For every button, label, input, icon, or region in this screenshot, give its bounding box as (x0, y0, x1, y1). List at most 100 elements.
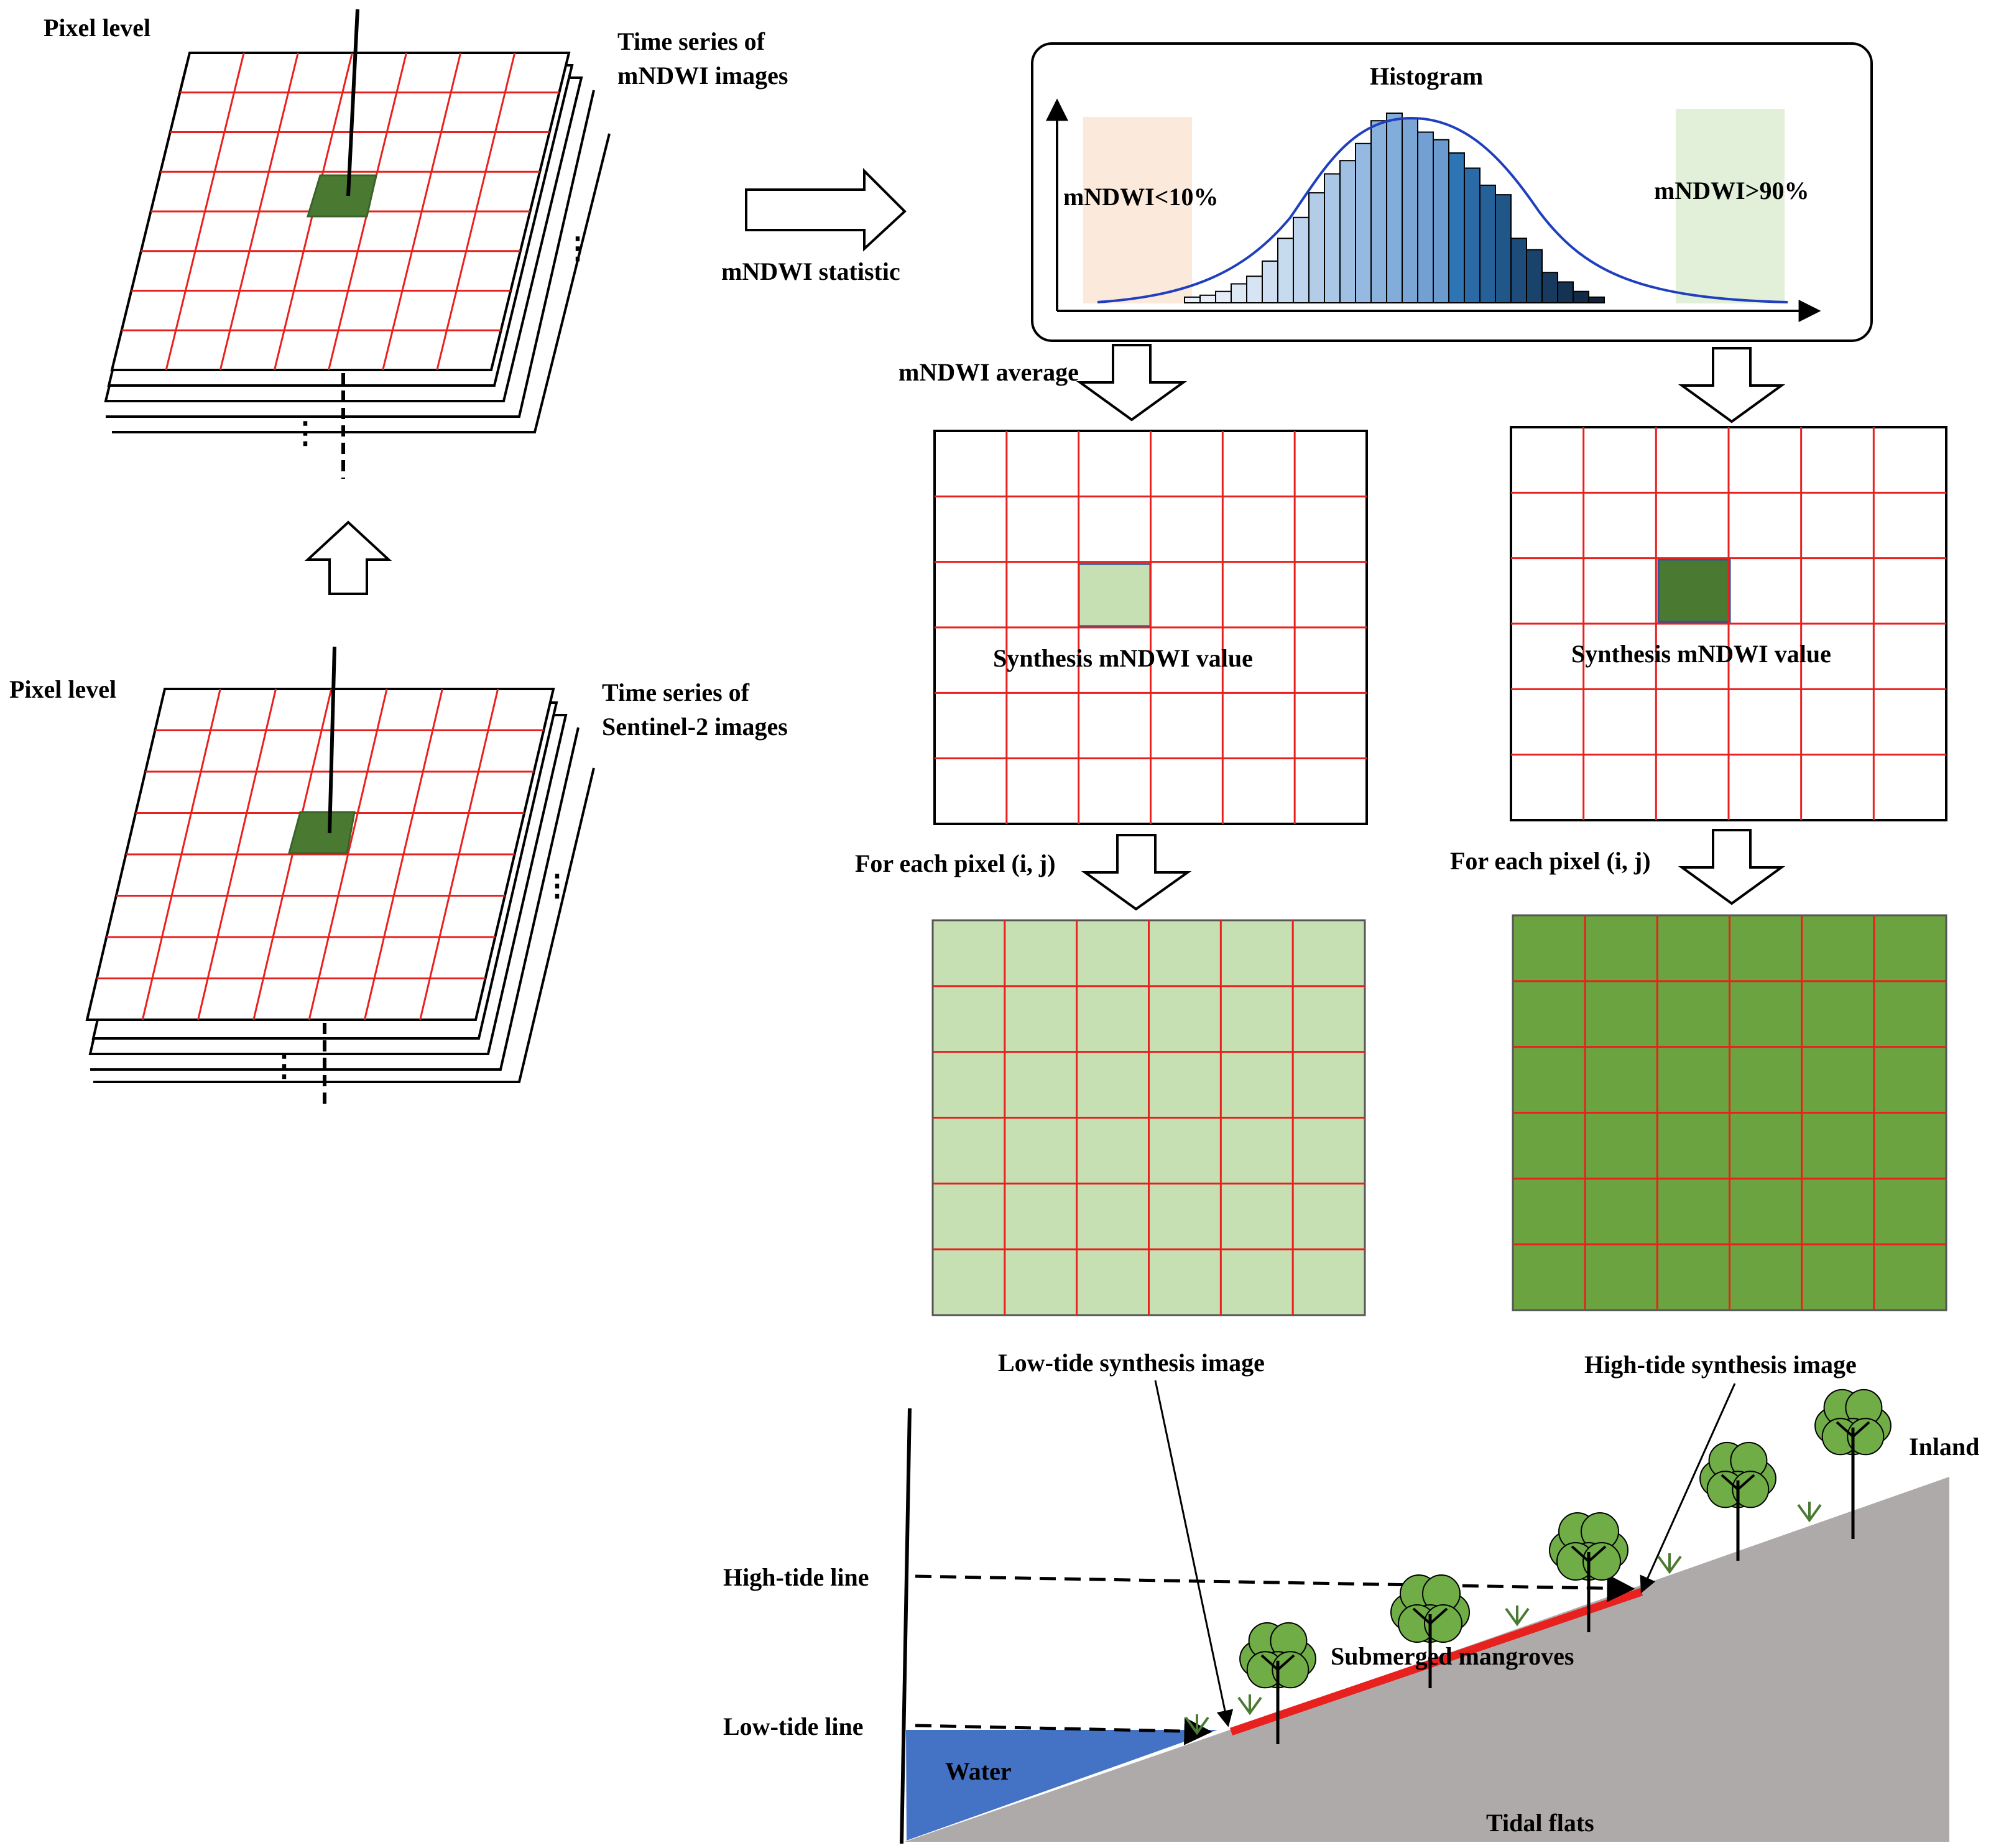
histogram-bar (1184, 296, 1201, 304)
histogram-fit-curve (1097, 116, 1788, 303)
mndwi-series-label-1: Time series of (617, 27, 765, 55)
grass-sprout-icon (1237, 1694, 1262, 1716)
high-tide-pointer (1640, 1383, 1736, 1594)
synthesis-value-label-left: Synthesis mNDWI value (993, 644, 1253, 672)
stack-back-sheet (93, 767, 595, 1083)
synthesis-value-label-right: Synthesis mNDWI value (1571, 640, 1831, 668)
stack-ellipsis-icon: ⋮ (290, 417, 320, 450)
histogram-bar (1215, 290, 1232, 304)
histogram-bar (1573, 290, 1589, 304)
submerged-mangroves-label: Submerged mangroves (1331, 1642, 1574, 1670)
grass-sprout-icon (1505, 1605, 1530, 1627)
histogram-bar (1339, 160, 1356, 303)
histogram-bar (1417, 131, 1434, 303)
sentinel-image-stack: ⋮ ⋮ (85, 646, 595, 1110)
pixel-level-label-top: Pixel level (44, 14, 150, 42)
selected-pixel (306, 174, 377, 218)
low-band-label: mNDWI<10% (1063, 183, 1218, 211)
histogram-title: Histogram (1370, 62, 1483, 90)
high-tide-line-label: High-tide line (723, 1563, 869, 1591)
down-arrow-icon (1081, 834, 1192, 911)
low-tide-image-label: Low-tide synthesis image (998, 1349, 1265, 1377)
low-tide-line-label: Low-tide line (723, 1712, 864, 1740)
mndwi-series-label-2: mNDWI images (617, 62, 788, 90)
grid-lines (1511, 427, 1946, 820)
stack-back-sheet (106, 90, 595, 418)
pixel-level-label-bottom: Pixel level (9, 675, 116, 703)
mndwi-image-stack: ⋮ ⋮ (104, 9, 611, 479)
down-arrow-icon (1678, 829, 1786, 905)
high-tide-statistic-grid: Synthesis mNDWI value (1510, 426, 1947, 821)
sentinel-series-label-1: Time series of (602, 678, 750, 706)
histogram-bar (1402, 118, 1418, 303)
mndwi-average-label: mNDWI average (898, 358, 1079, 386)
high-tide-synthesis-image (1512, 914, 1947, 1311)
histogram-bar (1293, 216, 1310, 303)
stack-ellipsis-icon: ⋮ (542, 869, 572, 902)
histogram-bars (1184, 113, 1605, 304)
grass-sprout-icon (1657, 1553, 1682, 1574)
stack-back-sheet (90, 727, 580, 1071)
vertical-axis (900, 1408, 912, 1844)
right-arrow-icon (745, 168, 907, 252)
inland-label: Inland (1909, 1433, 1979, 1461)
histogram-bar (1541, 272, 1558, 304)
stack-back-sheet (112, 133, 611, 433)
low-tide-pointer (1154, 1380, 1234, 1727)
mangrove-tree-icon (1390, 1574, 1470, 1688)
stack-ellipsis-icon: ⋮ (269, 1050, 299, 1083)
histogram-bar (1199, 294, 1216, 303)
high-percentile-band (1676, 109, 1785, 303)
stack-ellipsis-icon: ⋮ (563, 232, 593, 265)
grid-lines (933, 920, 1365, 1315)
submerged-zone-line (1229, 1587, 1643, 1736)
histogram-bar (1386, 113, 1403, 303)
grid-lines (1513, 915, 1946, 1310)
histogram-bar (1246, 275, 1263, 303)
histogram-bar (1495, 194, 1512, 303)
mndwi-statistic-label: mNDWI statistic (721, 257, 900, 285)
mangrove-tree-icon (1549, 1512, 1628, 1632)
high-tide-dashed-line (915, 1574, 1635, 1602)
low-tide-statistic-grid: Synthesis mNDWI value (933, 430, 1368, 825)
grass-sprout-icon (1797, 1502, 1822, 1523)
histogram-bar (1231, 283, 1247, 303)
up-arrow-icon (304, 520, 392, 595)
low-percentile-band (1083, 117, 1192, 303)
ground-slope (905, 1477, 1949, 1842)
low-tide-synthesis-image (931, 919, 1366, 1316)
sentinel-series-label-2: Sentinel-2 images (602, 713, 788, 741)
histogram-bar (1308, 192, 1325, 303)
grid-lines (935, 431, 1367, 824)
pixel-pointer-line (346, 9, 359, 196)
tidal-flats-label: Tidal flats (1486, 1809, 1594, 1837)
synthesis-pixel (1078, 563, 1152, 627)
pixel-pointer-line (328, 646, 336, 834)
mangrove-tree-icon (1239, 1622, 1316, 1744)
histogram-bar (1277, 238, 1294, 303)
histogram-bar (1355, 142, 1372, 304)
down-arrow-icon (1678, 347, 1786, 423)
selected-pixel (288, 811, 356, 854)
histogram-bar (1262, 260, 1278, 303)
high-tide-image-label: High-tide synthesis image (1584, 1351, 1857, 1379)
mangrove-tree-icon (1699, 1441, 1776, 1561)
histogram-bar (1479, 184, 1496, 303)
histogram-bar (1324, 173, 1341, 303)
mangrove-tree-icon (1814, 1388, 1892, 1539)
grass-sprout-icon (1185, 1714, 1209, 1735)
mangrove-trees (1185, 1388, 1892, 1744)
synthesis-pixel (1657, 558, 1731, 623)
histogram-panel: Histogram mNDWI<10% mNDWI>90% (1031, 42, 1873, 342)
water-body (906, 1730, 1217, 1841)
histogram-bar (1588, 296, 1605, 304)
histogram-bar (1510, 238, 1527, 303)
histogram-bar (1557, 281, 1574, 304)
histogram-bar (1433, 139, 1449, 303)
histogram-bar (1448, 152, 1465, 303)
histogram-bar (1370, 120, 1387, 303)
down-arrow-icon (1076, 344, 1188, 422)
high-band-label: mNDWI>90% (1654, 177, 1809, 205)
tidal-profile: High-tide line Low-tide line Water Subme… (723, 1380, 1979, 1844)
